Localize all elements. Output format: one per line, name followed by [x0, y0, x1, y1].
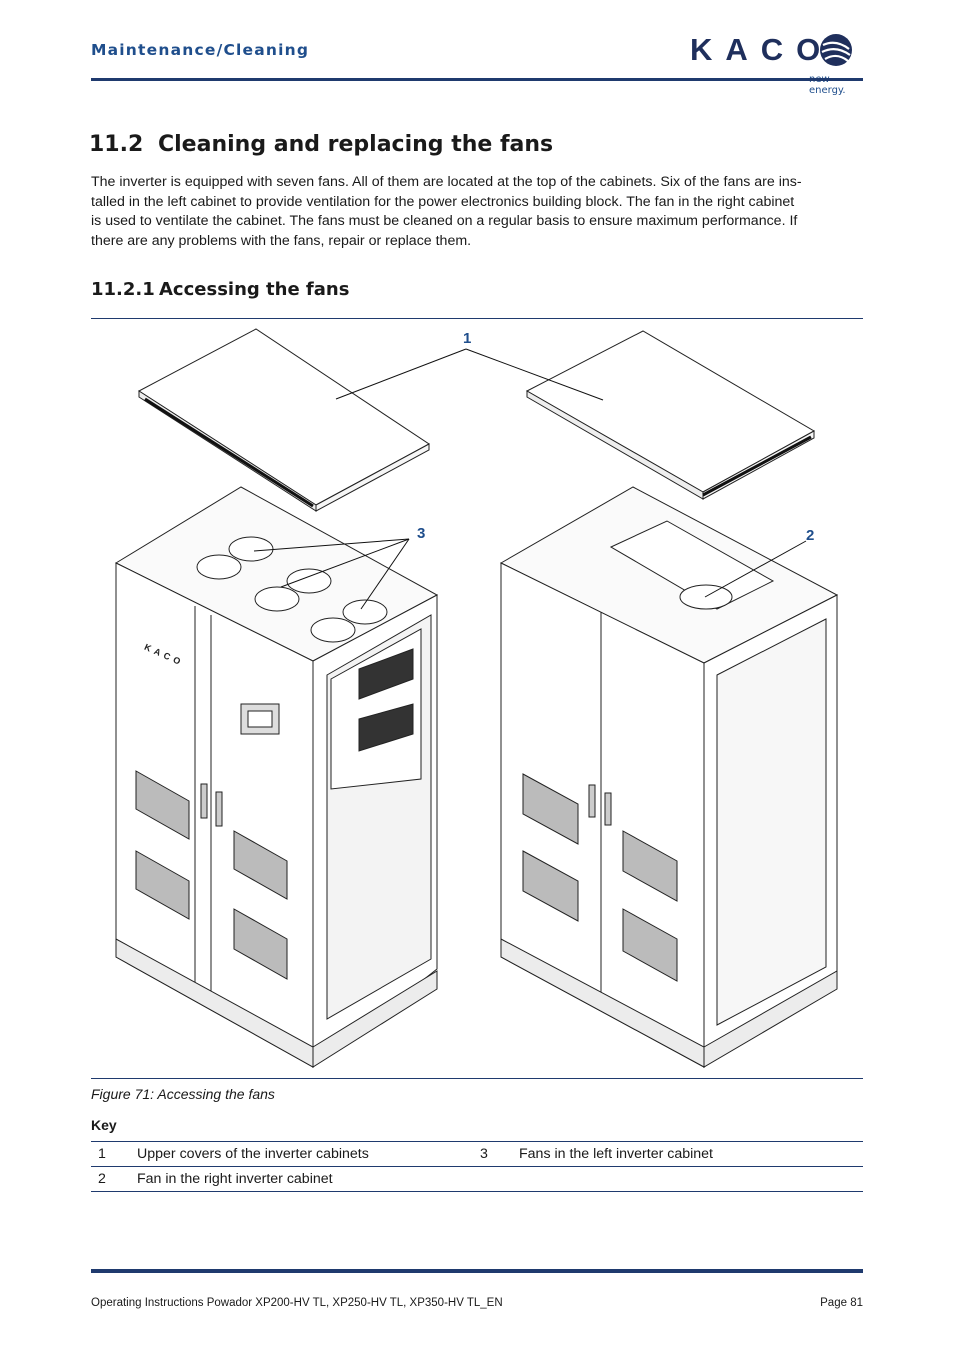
kaco-logo: KACO new energy. [690, 32, 865, 96]
paragraph-line: there are any problems with the fans, re… [91, 232, 472, 249]
running-header: Maintenance/Cleaning [91, 41, 310, 59]
paragraph-line: is used to ventilate the cabinet. The fa… [91, 213, 798, 229]
logo-globe-icon [820, 34, 852, 66]
paragraph-line: The inverter is equipped with seven fans… [91, 174, 802, 190]
key-text: Upper covers of the inverter cabinets [137, 1146, 369, 1162]
subsection-title: Accessing the fans [159, 279, 350, 300]
section-paragraph: The inverter is equipped with seven fans… [91, 173, 863, 251]
figure-top-rule [91, 318, 863, 319]
left-cabinet [114, 486, 439, 1069]
key-text: Fans in the left inverter cabinet [519, 1146, 713, 1162]
callout-1: 1 [463, 330, 472, 347]
right-cabinet [499, 486, 839, 1068]
right-upper-cover [525, 330, 816, 500]
table-row: 1 Upper covers of the inverter cabinets … [91, 1141, 863, 1167]
inverter-cabinets-drawing [114, 328, 839, 1069]
key-text: Fan in the right inverter cabinet [137, 1171, 333, 1187]
leader-lines [253, 348, 807, 610]
key-number: 2 [98, 1171, 106, 1187]
key-label: Key [91, 1117, 117, 1133]
left-upper-cover [138, 328, 430, 512]
key-number [473, 1167, 519, 1192]
key-number: 3 [480, 1146, 488, 1162]
figure-caption: Figure 71: Accessing the fans [91, 1086, 275, 1102]
paragraph-line: talled in the left cabinet to provide ve… [91, 193, 795, 210]
figure-accessing-fans: 1 2 3 KACO [91, 319, 863, 1077]
footer-page-number: Page 81 [820, 1297, 863, 1309]
header-rule [91, 78, 863, 81]
section-title: Cleaning and replacing the fans [158, 132, 554, 157]
key-text [519, 1167, 863, 1192]
key-table: 1 Upper covers of the inverter cabinets … [91, 1141, 863, 1192]
key-number: 1 [98, 1146, 106, 1162]
section-number: 11.2 [89, 132, 144, 157]
footer-document-title: Operating Instructions Powador XP200-HV … [91, 1297, 503, 1309]
callout-2: 2 [806, 527, 815, 544]
logo-wordmark: KACO [690, 32, 834, 67]
table-row: 2 Fan in the right inverter cabinet [91, 1166, 863, 1192]
footer-rule [91, 1269, 863, 1273]
subsection-number: 11.2.1 [91, 279, 155, 300]
section-heading: 11.2 Cleaning and replacing the fans [89, 132, 553, 157]
callout-3: 3 [417, 525, 426, 542]
figure-bottom-rule [91, 1078, 863, 1079]
